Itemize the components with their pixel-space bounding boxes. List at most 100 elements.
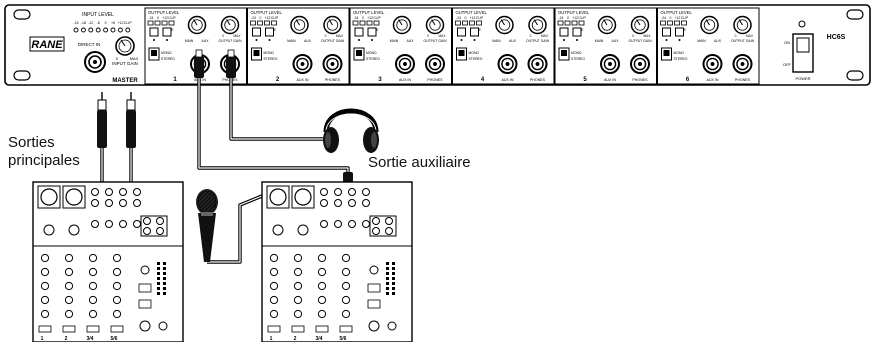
channel-knob[interactable] [317, 295, 327, 305]
aux-in-jack[interactable] [702, 54, 723, 74]
channel-button[interactable] [291, 325, 305, 333]
channel-knob[interactable] [112, 253, 122, 263]
channel-button[interactable] [110, 325, 124, 333]
output-gain-knob[interactable] [220, 15, 240, 35]
channel-knob[interactable] [64, 281, 74, 291]
aux-in-jack[interactable] [292, 54, 313, 74]
trim-knob[interactable] [297, 224, 309, 236]
line-input-jack[interactable] [105, 199, 113, 207]
aux-in-jack[interactable] [497, 54, 518, 74]
line-input-jack[interactable] [133, 199, 141, 207]
channel-knob[interactable] [341, 253, 351, 263]
jack[interactable] [348, 220, 356, 228]
channel-knob[interactable] [269, 253, 279, 263]
output-gain-knob[interactable] [323, 15, 342, 35]
channel-knob[interactable] [64, 295, 74, 305]
channel-knob[interactable] [40, 295, 50, 305]
channel-knob[interactable] [293, 253, 303, 263]
mix-knob[interactable] [700, 15, 719, 35]
channel-knob[interactable] [269, 281, 279, 291]
main-select-button[interactable] [457, 27, 466, 37]
channel-button[interactable] [267, 325, 281, 333]
line-input-jack[interactable] [105, 188, 113, 196]
line-input-jack[interactable] [91, 188, 99, 196]
channel-knob[interactable] [40, 281, 50, 291]
line-input-jack[interactable] [348, 199, 356, 207]
line-input-jack[interactable] [334, 188, 342, 196]
jack[interactable] [320, 220, 328, 228]
main-knob[interactable] [158, 321, 168, 331]
main-select-button[interactable] [149, 27, 159, 37]
switch[interactable] [138, 283, 152, 293]
mix-knob[interactable] [290, 15, 309, 35]
channel-knob[interactable] [64, 309, 74, 319]
channel-knob[interactable] [112, 295, 122, 305]
channel-knob[interactable] [64, 253, 74, 263]
channel-knob[interactable] [293, 267, 303, 277]
line-input-jack[interactable] [320, 199, 328, 207]
channel-knob[interactable] [88, 281, 98, 291]
mix-knob[interactable] [187, 15, 207, 35]
channel-knob[interactable] [40, 253, 50, 263]
output-jack[interactable] [143, 227, 151, 235]
channel-button[interactable] [339, 325, 353, 333]
phones-jack[interactable] [425, 54, 445, 74]
trim-knob[interactable] [43, 224, 55, 236]
channel-knob[interactable] [88, 267, 98, 277]
channel-knob[interactable] [317, 281, 327, 291]
phones-knob[interactable] [139, 320, 151, 332]
output-gain-knob[interactable] [630, 15, 650, 35]
output-jack[interactable] [156, 227, 164, 235]
main-select-button[interactable] [559, 27, 569, 37]
mute-button[interactable] [470, 27, 479, 37]
mix-knob[interactable] [597, 15, 617, 35]
line-input-jack[interactable] [119, 188, 127, 196]
output-gain-knob[interactable] [733, 15, 752, 35]
channel-knob[interactable] [317, 309, 327, 319]
jack[interactable] [362, 220, 370, 228]
main-knob[interactable] [387, 321, 397, 331]
channel-knob[interactable] [269, 309, 279, 319]
output-jack[interactable] [143, 217, 151, 225]
aux-in-jack[interactable] [395, 54, 415, 74]
mute-button[interactable] [265, 27, 274, 37]
line-input-jack[interactable] [362, 188, 370, 196]
master-knob[interactable] [369, 265, 379, 275]
main-select-button[interactable] [662, 27, 671, 37]
line-input-jack[interactable] [320, 188, 328, 196]
channel-knob[interactable] [112, 309, 122, 319]
line-input-jack[interactable] [119, 199, 127, 207]
channel-knob[interactable] [293, 309, 303, 319]
phones-jack[interactable] [630, 54, 650, 74]
channel-knob[interactable] [293, 281, 303, 291]
output-jack[interactable] [385, 227, 393, 235]
jack[interactable] [105, 220, 113, 228]
mix-knob[interactable] [392, 15, 412, 35]
switch[interactable] [367, 283, 381, 293]
channel-knob[interactable] [40, 267, 50, 277]
output-jack[interactable] [385, 217, 393, 225]
output-jack[interactable] [372, 227, 380, 235]
output-jack[interactable] [156, 217, 164, 225]
channel-knob[interactable] [88, 309, 98, 319]
channel-knob[interactable] [269, 267, 279, 277]
jack[interactable] [119, 220, 127, 228]
phones-jack[interactable] [527, 54, 548, 74]
mute-button[interactable] [162, 27, 172, 37]
line-input-jack[interactable] [91, 199, 99, 207]
mix-knob[interactable] [495, 15, 514, 35]
channel-button[interactable] [38, 325, 52, 333]
channel-knob[interactable] [112, 267, 122, 277]
phones-jack[interactable] [732, 54, 753, 74]
aux-in-jack[interactable] [600, 54, 620, 74]
channel-button[interactable] [315, 325, 329, 333]
channel-knob[interactable] [341, 295, 351, 305]
main-select-button[interactable] [354, 27, 364, 37]
switch[interactable] [138, 299, 152, 309]
switch[interactable] [367, 299, 381, 309]
channel-knob[interactable] [112, 281, 122, 291]
channel-knob[interactable] [341, 267, 351, 277]
channel-knob[interactable] [317, 253, 327, 263]
output-gain-knob[interactable] [528, 15, 547, 35]
channel-button[interactable] [62, 325, 76, 333]
